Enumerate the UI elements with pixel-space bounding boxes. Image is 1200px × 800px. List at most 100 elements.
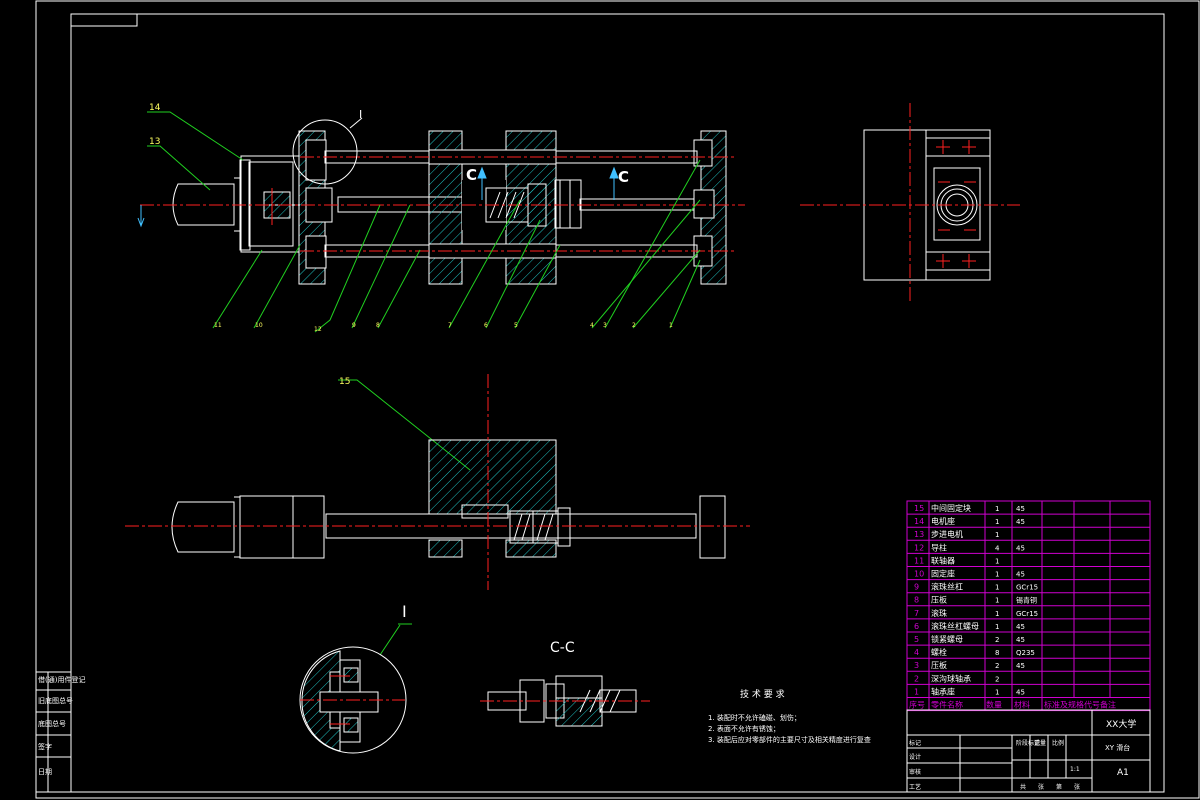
section-arrows (477, 166, 619, 200)
tech-req-item: 1. 装配时不允许磕碰、划伤； (708, 713, 801, 722)
bom-header-no: 序号 (909, 700, 925, 710)
bom-qty: 1 (995, 505, 999, 513)
bom-material: 45 (1016, 688, 1025, 696)
bom-name: 联轴器 (931, 555, 955, 565)
bom-no: 14 (914, 517, 924, 526)
bom-no: 13 (914, 530, 924, 539)
balloon-15: 15 (339, 377, 350, 387)
tb-bottom-label: 张 (1038, 783, 1044, 791)
tech-req-title: 技 术 要 求 (740, 688, 785, 700)
side-centerlines (125, 374, 750, 590)
bom-name: 滚珠丝杠 (931, 582, 963, 592)
drawing-title: XY 滑台 (1105, 743, 1130, 752)
bom-name: 步进电机 (931, 529, 963, 539)
bom-no: 5 (914, 635, 919, 644)
bom-name: 压板 (931, 595, 947, 605)
bom-qty: 2 (995, 675, 999, 683)
bom-name: 电机座 (931, 516, 955, 526)
bom-no: 15 (914, 504, 924, 513)
bom-qty: 1 (995, 584, 999, 592)
balloon-11: 11 (214, 322, 222, 329)
title-block (906, 709, 1151, 793)
bom-no: 9 (914, 583, 919, 592)
bom-qty: 8 (995, 649, 999, 657)
bom-name: 压板 (931, 660, 947, 670)
bom-qty: 1 (995, 518, 999, 526)
top-view: C C I (137, 108, 745, 285)
side-strip-item: 旧底图总号 (38, 696, 73, 705)
bom-name: 滚珠丝杠螺母 (931, 621, 979, 631)
drawing-frame (35, 0, 1200, 799)
bom-name: 固定座 (931, 569, 955, 579)
detail-view-title: I (402, 602, 407, 621)
bom-material: Q235 (1016, 649, 1035, 657)
sheet-size: A1 (1117, 768, 1129, 778)
bom-qty: 4 (995, 544, 1000, 552)
tb-bottom-label: 张 (1074, 783, 1080, 791)
side-strip-item: 底图总号 (38, 719, 66, 728)
middle-block (428, 439, 557, 515)
balloon-10: 10 (255, 322, 263, 329)
side-strip-item: 签字 (38, 742, 52, 751)
balloon-3: 3 (603, 322, 607, 329)
school-name: XX大学 (1106, 718, 1136, 730)
tb-row-label: 审核 (909, 768, 921, 776)
bom-name: 导柱 (931, 542, 947, 552)
section-view-title: C-C (550, 640, 575, 656)
scale: 1:1 (1070, 766, 1080, 773)
bom-header-material: 材料 (1014, 700, 1030, 710)
bom-no: 6 (914, 622, 919, 631)
side-strip-text: 借(通)用件登记 旧底图总号 底图总号 签字 日期 (38, 675, 85, 776)
bom-header-name: 零件名称 (931, 700, 963, 710)
tb-right-label: 重量 (1034, 739, 1046, 747)
title-block-text: XX大学 XY 滑台 1:1 A1 标记 设计 审核 工艺 阶段标记 重量 比例… (909, 718, 1136, 791)
balloon-7: 7 (448, 322, 452, 329)
balloon-13: 13 (149, 137, 160, 147)
tb-row-label: 工艺 (909, 783, 921, 791)
tb-row-label: 设计 (909, 753, 921, 761)
balloon-6: 6 (484, 322, 488, 329)
balloon-8: 8 (376, 322, 380, 329)
balloon-2: 2 (632, 322, 636, 329)
bom-name: 锁紧螺母 (931, 634, 963, 644)
bom-name: 螺栓 (931, 647, 947, 657)
tb-bottom-label: 第 (1056, 783, 1062, 791)
bom-qty: 1 (995, 571, 999, 579)
section-view-CC: C-C (480, 640, 650, 727)
bom-material: 锡青铜 (1016, 596, 1037, 605)
tb-right-label: 比例 (1052, 739, 1064, 747)
bom-name: 滚珠 (931, 608, 947, 618)
bom-no: 3 (914, 661, 919, 670)
bom-header-note: 标准及规格代号备注 (1044, 700, 1116, 710)
balloon-14: 14 (149, 103, 161, 113)
balloon-12: 12 (314, 326, 322, 333)
bom-no: 11 (914, 556, 924, 565)
tech-req-item: 2. 表面不允许有锈蚀； (708, 724, 780, 733)
side-strip-item: 借(通)用件登记 (38, 675, 85, 684)
detail-callout: I (359, 108, 362, 121)
bom-no: 1 (914, 687, 919, 696)
bom-material: 45 (1016, 623, 1025, 631)
bom-no: 12 (914, 543, 924, 552)
bom-qty: 1 (995, 688, 999, 696)
bom-material: 45 (1016, 636, 1025, 644)
bom-qty: 1 (995, 557, 999, 565)
bom-qty: 1 (995, 623, 999, 631)
bom-name: 中间固定块 (931, 503, 971, 513)
bom-qty: 2 (995, 636, 999, 644)
bom-name: 深沟球轴承 (931, 673, 971, 683)
bom-material: GCr15 (1016, 610, 1038, 618)
bom-material: GCr15 (1016, 584, 1038, 592)
bom-no: 2 (914, 674, 919, 683)
section-arrow-label-left: C (466, 166, 477, 184)
balloon-9: 9 (352, 322, 356, 329)
balloons: 14 13 11 10 12 9 8 7 6 5 4 3 2 1 15 (149, 103, 673, 387)
tech-req-item: 3. 装配后应对零部件的主要尺寸及相关精度进行复查 (708, 735, 871, 744)
bom-no: 8 (914, 596, 919, 605)
side-strip-item: 日期 (38, 768, 52, 776)
bom-no: 7 (914, 609, 919, 618)
bom-material: 45 (1016, 571, 1025, 579)
